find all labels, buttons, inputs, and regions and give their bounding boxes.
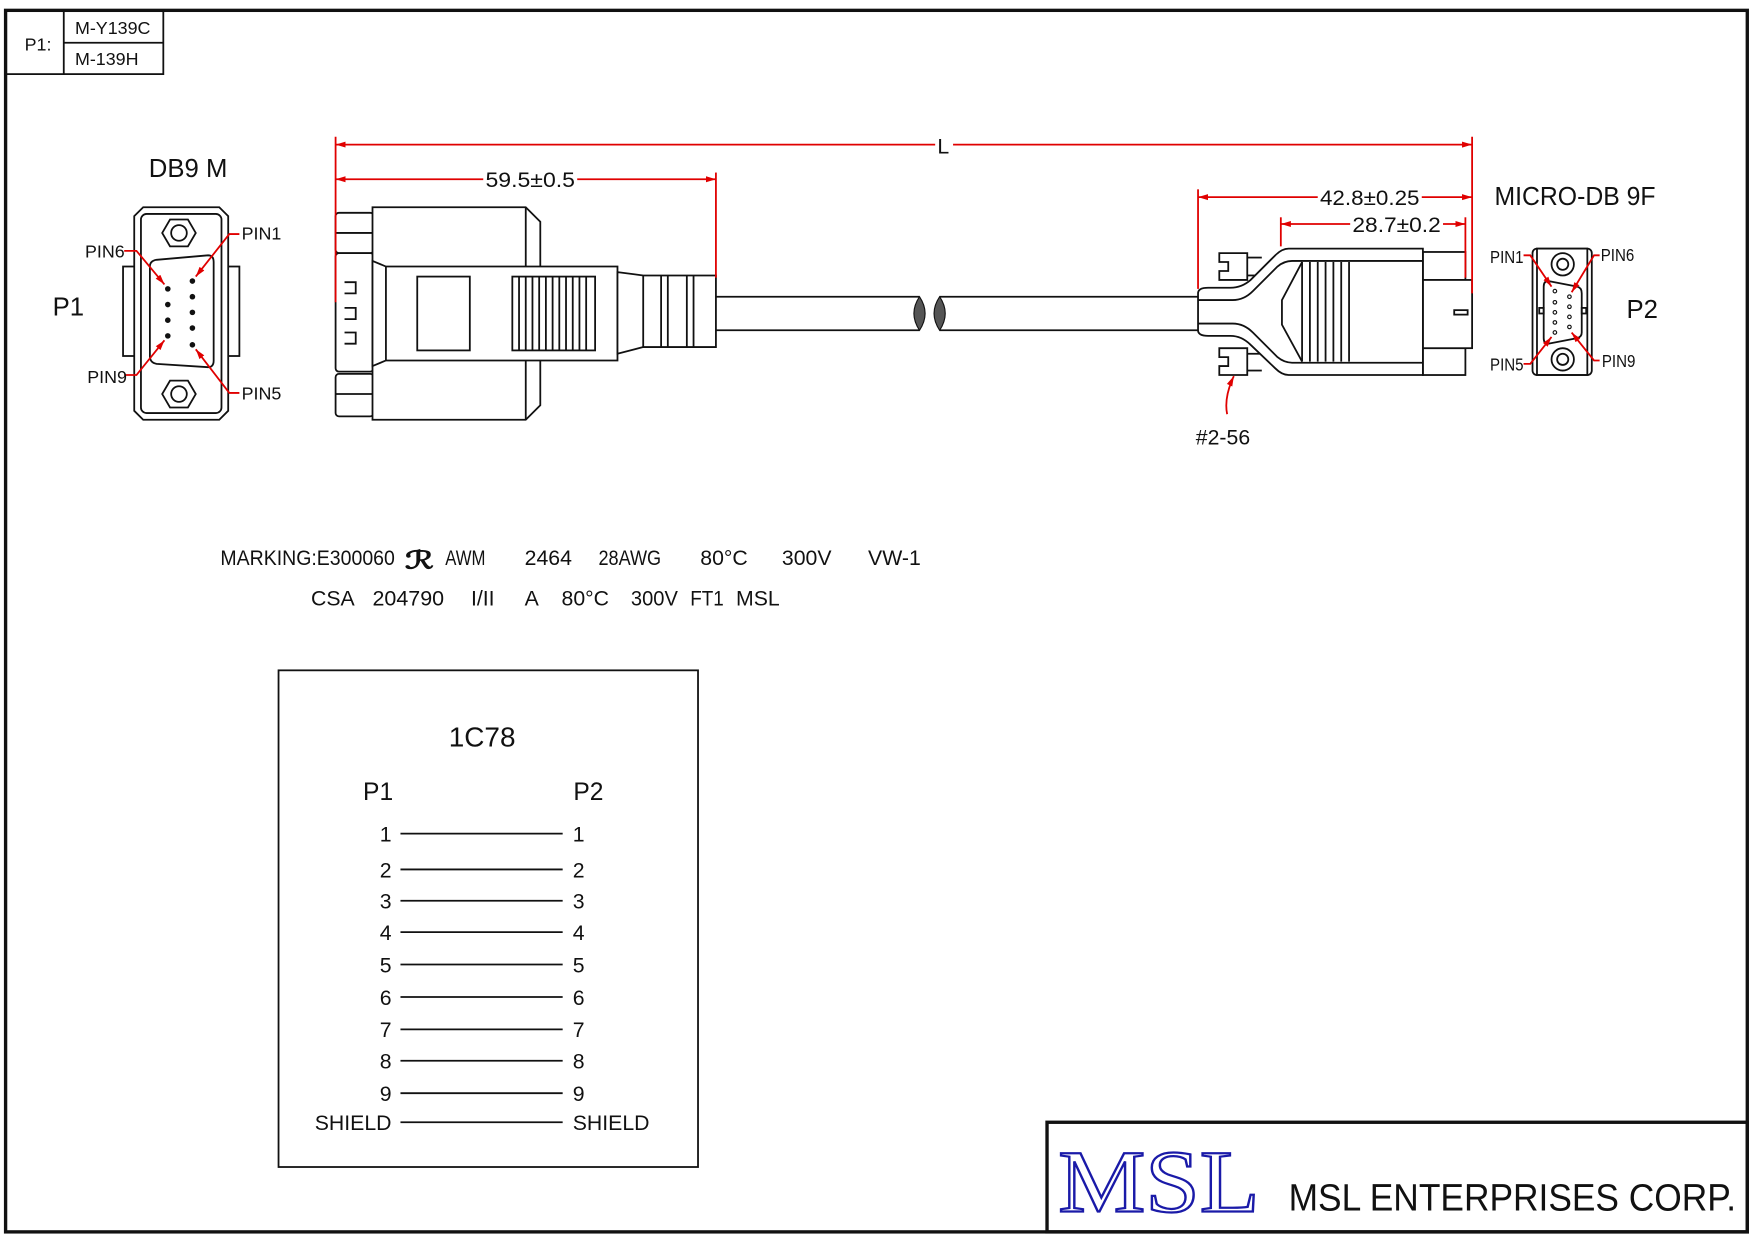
marking-text: I/II <box>471 586 495 610</box>
p2-pin-number: 3 <box>573 890 585 914</box>
p2-pin6-label: PIN6 <box>1601 245 1635 265</box>
p1-pin-number: 4 <box>380 921 392 945</box>
marking-text: 80°C <box>562 586 609 610</box>
p1-pin5-label: PIN5 <box>242 384 282 404</box>
marking-text: CSA <box>311 586 356 610</box>
wiring-row: SHIELD SHIELD <box>315 1111 650 1135</box>
drawing-border <box>3 8 1749 1234</box>
ul-mark-icon: ℛ <box>405 548 435 575</box>
p1-pin-number: SHIELD <box>315 1111 392 1135</box>
p1-pin-number: 6 <box>380 986 392 1010</box>
p2-pin-number: 9 <box>573 1082 585 1106</box>
p2-pin5-label: PIN5 <box>1490 355 1524 375</box>
p1-pin-number: 5 <box>380 953 392 977</box>
marking-text: 300V <box>631 586 679 610</box>
wiring-right-header: P2 <box>573 779 603 806</box>
p2-pin-number: 1 <box>573 822 585 846</box>
p1-pin-number: 8 <box>380 1050 392 1074</box>
p1-face-view: DB9 M P1 PIN6 PIN1 PIN9 PIN5 <box>53 155 282 421</box>
marking-text: VW-1 <box>868 546 921 570</box>
marking-text: 28AWG <box>598 546 661 570</box>
part-table-label: P1: <box>25 35 52 55</box>
p1-pin-number: 1 <box>380 822 392 846</box>
p1-pin1-label: PIN1 <box>242 224 282 244</box>
part-number-2: M-139H <box>75 49 139 69</box>
part-number-1: M-Y139C <box>75 18 151 38</box>
p1-pin-number: 7 <box>380 1018 392 1042</box>
marking-text: FT1 <box>690 586 724 610</box>
company-name: MSL ENTERPRISES CORP. <box>1289 1178 1736 1220</box>
p1-pin9-label: PIN9 <box>87 367 127 387</box>
p2-pin9-label: PIN9 <box>1602 351 1636 371</box>
p2-face-view: MICRO-DB 9F P2 PIN1 PIN6 PIN5 PIN9 <box>1490 183 1658 376</box>
dimensions: L 59.5±0.5 42.8±0.25 28.7±0.2 #2-56 <box>334 135 1474 449</box>
p2-pin-number: 4 <box>573 921 585 945</box>
p1-type-label: DB9 M <box>149 155 228 183</box>
p1-connector-side-view <box>334 206 717 421</box>
p2-type-label: MICRO-DB 9F <box>1494 183 1655 211</box>
part-number-table: P1: M-Y139C M-139H <box>4 9 165 76</box>
p1-label: P1 <box>53 294 84 322</box>
screw-thread-label: #2-56 <box>1196 425 1250 449</box>
p2-pin-number: 8 <box>573 1050 585 1074</box>
p1-pin-number: 2 <box>380 858 392 882</box>
cable <box>715 295 1199 332</box>
dimension-p1-length: 59.5±0.5 <box>485 168 574 192</box>
nut-icon <box>161 379 197 409</box>
p1-pin-number: 3 <box>380 890 392 914</box>
p2-label: P2 <box>1626 296 1657 324</box>
cable-code: 1C78 <box>449 721 516 752</box>
p2-pin1-label: PIN1 <box>1490 247 1524 267</box>
marking-text: MSL <box>736 586 780 610</box>
marking-text: AWM <box>445 546 485 570</box>
cable-marking: MARKING:E300060 ℛ AWM 2464 28AWG 80°C 30… <box>220 546 920 610</box>
p1-pin6-label: PIN6 <box>85 242 125 262</box>
marking-text: MARKING:E300060 <box>220 546 395 570</box>
msl-logo: MSL <box>1058 1133 1259 1232</box>
dimension-overall-length: L <box>937 135 949 159</box>
marking-text: 300V <box>782 546 832 570</box>
wiring-left-header: P1 <box>363 779 393 806</box>
marking-text: 204790 <box>373 586 445 610</box>
p2-pin-number: 5 <box>573 953 585 977</box>
marking-text: 80°C <box>700 546 747 570</box>
dimension-p2-length: 42.8±0.25 <box>1320 186 1420 210</box>
marking-text: A <box>525 586 540 610</box>
marking-text: 2464 <box>525 546 572 570</box>
dimension-p2-body: 28.7±0.2 <box>1352 213 1440 237</box>
p2-pin-number: 7 <box>573 1018 585 1042</box>
p2-pin-number: 2 <box>573 858 585 882</box>
p2-pin-number: SHIELD <box>573 1111 650 1135</box>
p2-pin-number: 6 <box>573 986 585 1010</box>
p1-pin-number: 9 <box>380 1082 392 1106</box>
nut-icon <box>161 218 197 248</box>
title-block: MSL MSL ENTERPRISES CORP. <box>1045 1120 1749 1234</box>
p2-connector-side-view <box>1197 247 1474 376</box>
